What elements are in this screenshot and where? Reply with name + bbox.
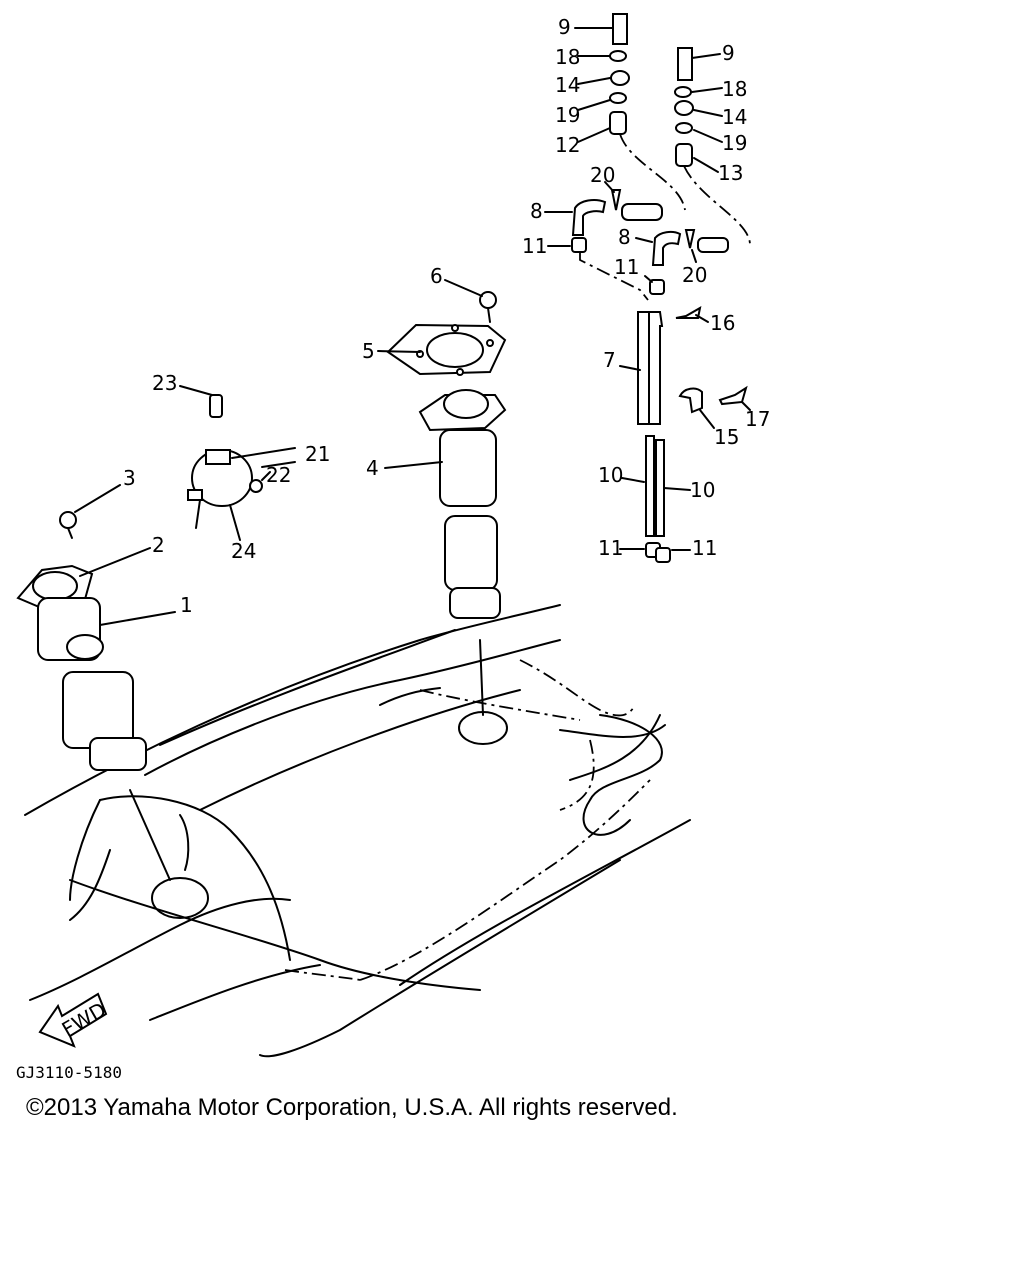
label-part-16: 16 xyxy=(710,311,735,335)
label-part-22: 22 xyxy=(266,463,291,487)
label-part-14b: 14 xyxy=(722,105,747,129)
label-part-11d: 11 xyxy=(692,536,717,560)
label-part-24: 24 xyxy=(231,539,256,563)
label-part-11a: 11 xyxy=(522,234,547,258)
inlet-assembly-left xyxy=(16,484,176,881)
label-part-1: 1 xyxy=(180,593,193,617)
label-part-7: 7 xyxy=(603,348,616,372)
label-part-9b: 9 xyxy=(722,41,735,65)
label-part-19a: 19 xyxy=(555,103,580,127)
label-part-11c: 11 xyxy=(598,536,623,560)
inlet-assembly-center xyxy=(377,279,507,716)
label-part-14a: 14 xyxy=(555,73,580,97)
label-part-10b: 10 xyxy=(690,478,715,502)
label-part-8b: 8 xyxy=(618,225,631,249)
label-part-20b: 20 xyxy=(682,263,707,287)
label-part-4: 4 xyxy=(366,456,379,480)
label-part-21: 21 xyxy=(305,442,330,466)
hull-outline xyxy=(24,604,691,1058)
label-part-6: 6 xyxy=(430,264,443,288)
part-labels: 1 2 3 4 5 6 7 8 8 9 9 10 10 11 11 11 11 … xyxy=(123,15,770,617)
fwd-arrow: FWD xyxy=(38,992,110,1048)
label-part-18a: 18 xyxy=(555,45,580,69)
label-part-10a: 10 xyxy=(598,463,623,487)
label-part-23: 23 xyxy=(152,371,177,395)
clamp-assembly xyxy=(179,385,296,541)
label-part-13: 13 xyxy=(718,161,743,185)
label-part-17: 17 xyxy=(745,407,770,431)
label-part-11b: 11 xyxy=(614,255,639,279)
label-part-20a: 20 xyxy=(590,163,615,187)
label-part-5: 5 xyxy=(362,339,375,363)
label-part-12: 12 xyxy=(555,133,580,157)
label-part-9a: 9 xyxy=(558,15,571,39)
label-part-15: 15 xyxy=(714,425,739,449)
label-part-3: 3 xyxy=(123,466,136,490)
hose-assembly xyxy=(544,13,751,563)
label-part-8a: 8 xyxy=(530,199,543,223)
drawing-code: GJ3110-5180 xyxy=(16,1063,122,1082)
label-part-2: 2 xyxy=(152,533,165,557)
copyright-notice: ©2013 Yamaha Motor Corporation, U.S.A. A… xyxy=(26,1094,678,1121)
label-part-18b: 18 xyxy=(722,77,747,101)
label-part-19b: 19 xyxy=(722,131,747,155)
